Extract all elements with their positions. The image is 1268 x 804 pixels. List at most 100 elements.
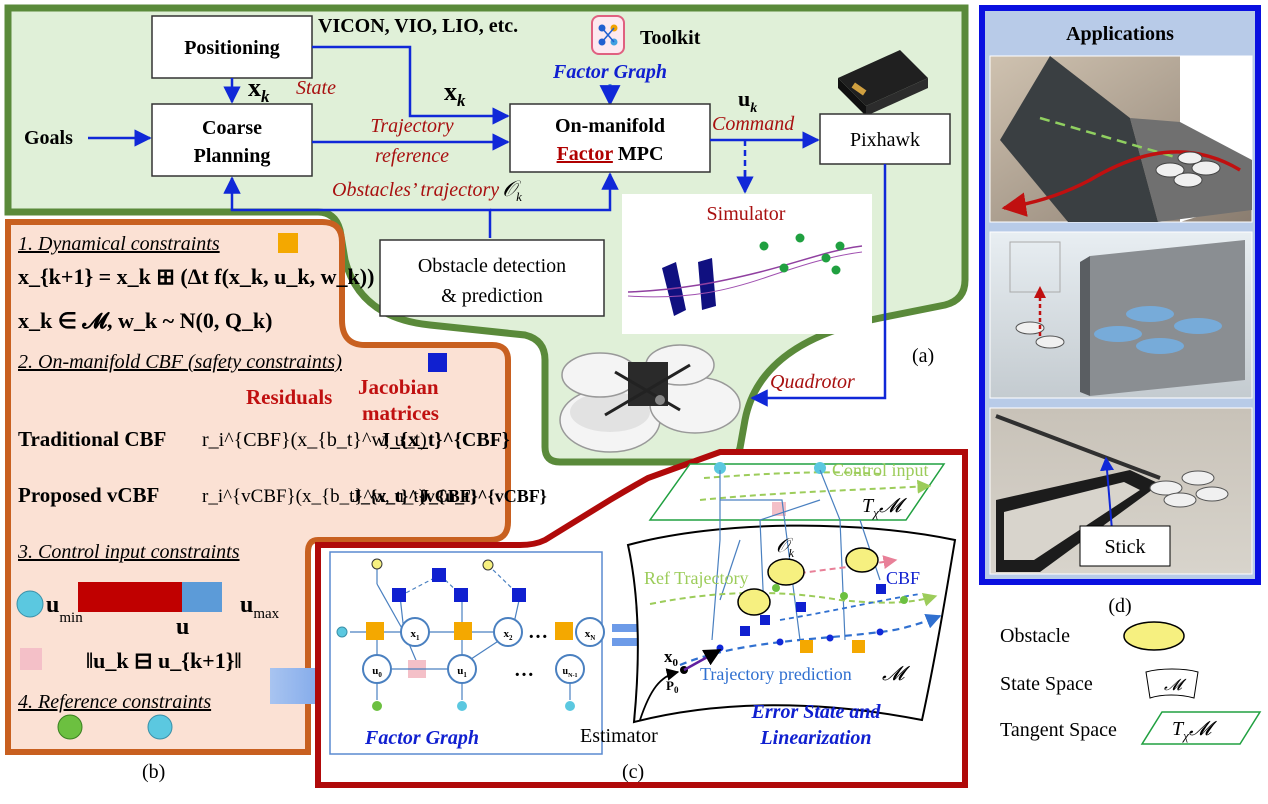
traditional-label: Traditional CBF — [18, 427, 166, 451]
svg-text:x2: x2 — [504, 628, 514, 642]
svg-text:x1: x1 — [411, 628, 421, 642]
proposed-label: Proposed vCBF — [18, 483, 159, 507]
obstacle-ellipse-3 — [737, 588, 771, 616]
h1-dynamical: 1. Dynamical constraints — [18, 233, 220, 255]
x0-label: x0 — [664, 647, 679, 669]
fg-ellipsis-bottom: … — [514, 659, 534, 681]
u-current: u — [176, 614, 189, 640]
fg-input-node-N-1: uN-1 — [555, 654, 585, 684]
simulator-image: Simulator — [622, 194, 872, 334]
positioning-box — [151, 15, 313, 79]
fg-blue-factor-2 — [454, 588, 468, 602]
proposed-jacobian-u: J_{u_t}^{vCBF} — [420, 486, 547, 506]
ref-green-circle — [57, 714, 83, 740]
error-state-line2: Linearization — [759, 727, 871, 749]
legend-tangent-icon — [1140, 711, 1262, 745]
legend-obstacle-icon — [1123, 621, 1185, 651]
fg-blue-factor-3 — [512, 588, 526, 602]
u-range-red — [78, 582, 182, 612]
tangent-plane — [648, 463, 946, 521]
h3-input: 3. Control input constraints — [17, 541, 240, 563]
proposed-residual: r_i^{vCBF}(x_{b_t}^w, u_t) — [202, 486, 425, 507]
pred-point-2 — [776, 638, 784, 646]
pred-point-3 — [826, 634, 834, 642]
panel-b-tag: (b) — [142, 761, 165, 783]
application-photo-1 — [989, 55, 1253, 223]
command-uk: uk — [738, 86, 757, 116]
trajectory-prediction-label: Trajectory prediction — [700, 664, 852, 684]
traj-ref-line1: Trajectory — [370, 115, 453, 137]
fg-input-node-0: u0 — [362, 654, 392, 684]
h2-cbf: 2. On-manifold CBF (safety constraints) — [18, 351, 342, 373]
mpc-box — [509, 103, 711, 173]
svg-text:xN: xN — [585, 628, 596, 642]
mpc-line2: Factor MPC — [557, 143, 664, 165]
factor-graph-label-a: Factor Graph — [552, 61, 667, 83]
pixhawk-label: Pixhawk — [850, 129, 920, 151]
equals-sign-bottom — [612, 638, 646, 646]
fg-state-node-2: x2 — [493, 617, 523, 647]
umin-label: umin — [46, 592, 83, 626]
legend-tangent-label: Tangent Space — [1000, 719, 1117, 741]
stick-box — [1079, 525, 1171, 567]
legend-tangent-symbol: Tχ𝓜 — [1172, 718, 1218, 743]
diff-pink-square — [20, 648, 42, 670]
obstacle-ellipse-2 — [845, 547, 879, 573]
fg-state-node-1: x1 — [400, 617, 430, 647]
ref-cyan-circle — [147, 714, 173, 740]
detection-line2: & prediction — [441, 285, 543, 307]
fg-orange-factor-1 — [366, 622, 384, 640]
tangent-cyan-node-2 — [814, 462, 826, 474]
pred-point-4 — [876, 628, 884, 636]
cbf-label: CBF — [886, 568, 920, 588]
u-range-blue — [182, 582, 222, 612]
fg-blue-factor-1 — [392, 588, 406, 602]
fg-input-node-1: u1 — [447, 654, 477, 684]
p0-label: P0 — [666, 678, 679, 695]
mpc-line1: On-manifold — [555, 115, 665, 137]
eq1: x_{k+1} = x_k ⊞ (Δt f(x_k, u_k, w_k)) — [18, 264, 374, 289]
ref-green-dot-1 — [772, 584, 780, 592]
manifold-symbol: 𝓜 — [882, 663, 911, 685]
svg-text:u1: u1 — [457, 665, 467, 679]
detection-box — [379, 239, 605, 317]
ref-green-dot-3 — [900, 596, 908, 604]
proposed-jacobian-x: J_{x_t}^{vCBF} — [352, 486, 478, 506]
panel-d-tag: (d) — [1108, 595, 1131, 617]
control-input-label: Control input — [832, 460, 929, 480]
pred-orange-factor-1 — [800, 640, 813, 653]
detection-line1: Obstacle detection — [418, 255, 566, 277]
legend-state-M: 𝓜 — [1164, 677, 1187, 694]
eq2: x_k ∈ 𝓜, w_k ~ N(0, Q_k) — [18, 308, 273, 333]
command-label: Command — [712, 113, 795, 135]
ref-green-dot-2 — [840, 592, 848, 600]
fg-yellow-node-1 — [371, 558, 383, 570]
applications-title: Applications — [1066, 23, 1174, 45]
fg-state-node-N: xN — [575, 617, 605, 647]
tangent-cyan-node-1 — [714, 462, 726, 474]
cbf-blue-factor-2 — [796, 602, 806, 612]
fg-orange-factor-2 — [454, 622, 472, 640]
positioning-label: Positioning — [184, 37, 280, 59]
panel-a-tag: (a) — [912, 345, 934, 367]
legend-obstacle-label: Obstacle — [1000, 625, 1070, 647]
umin-cyan-circle — [16, 590, 44, 618]
simulator-label: Simulator — [707, 203, 786, 225]
panel-b-frame — [5, 219, 511, 755]
traditional-jacobian: J_{x_t}^{CBF} — [380, 429, 510, 451]
fg-cyan-node-3 — [565, 701, 575, 711]
pixhawk-box — [819, 113, 951, 165]
application-photo-2 — [989, 231, 1253, 399]
error-state-line1: Error State and — [751, 701, 882, 723]
mpc-xk: xk — [444, 77, 466, 110]
state-label: State — [296, 77, 336, 99]
pred-orange-factor-2 — [852, 640, 865, 653]
toolkit-label: Toolkit — [640, 27, 701, 49]
umax-label: umax — [240, 592, 280, 622]
cbf-blue-factor-1 — [760, 615, 770, 625]
dyn-orange-square — [278, 233, 298, 253]
coarse-planning-box — [151, 103, 313, 177]
factor-graph-label-c: Factor Graph — [364, 727, 479, 749]
